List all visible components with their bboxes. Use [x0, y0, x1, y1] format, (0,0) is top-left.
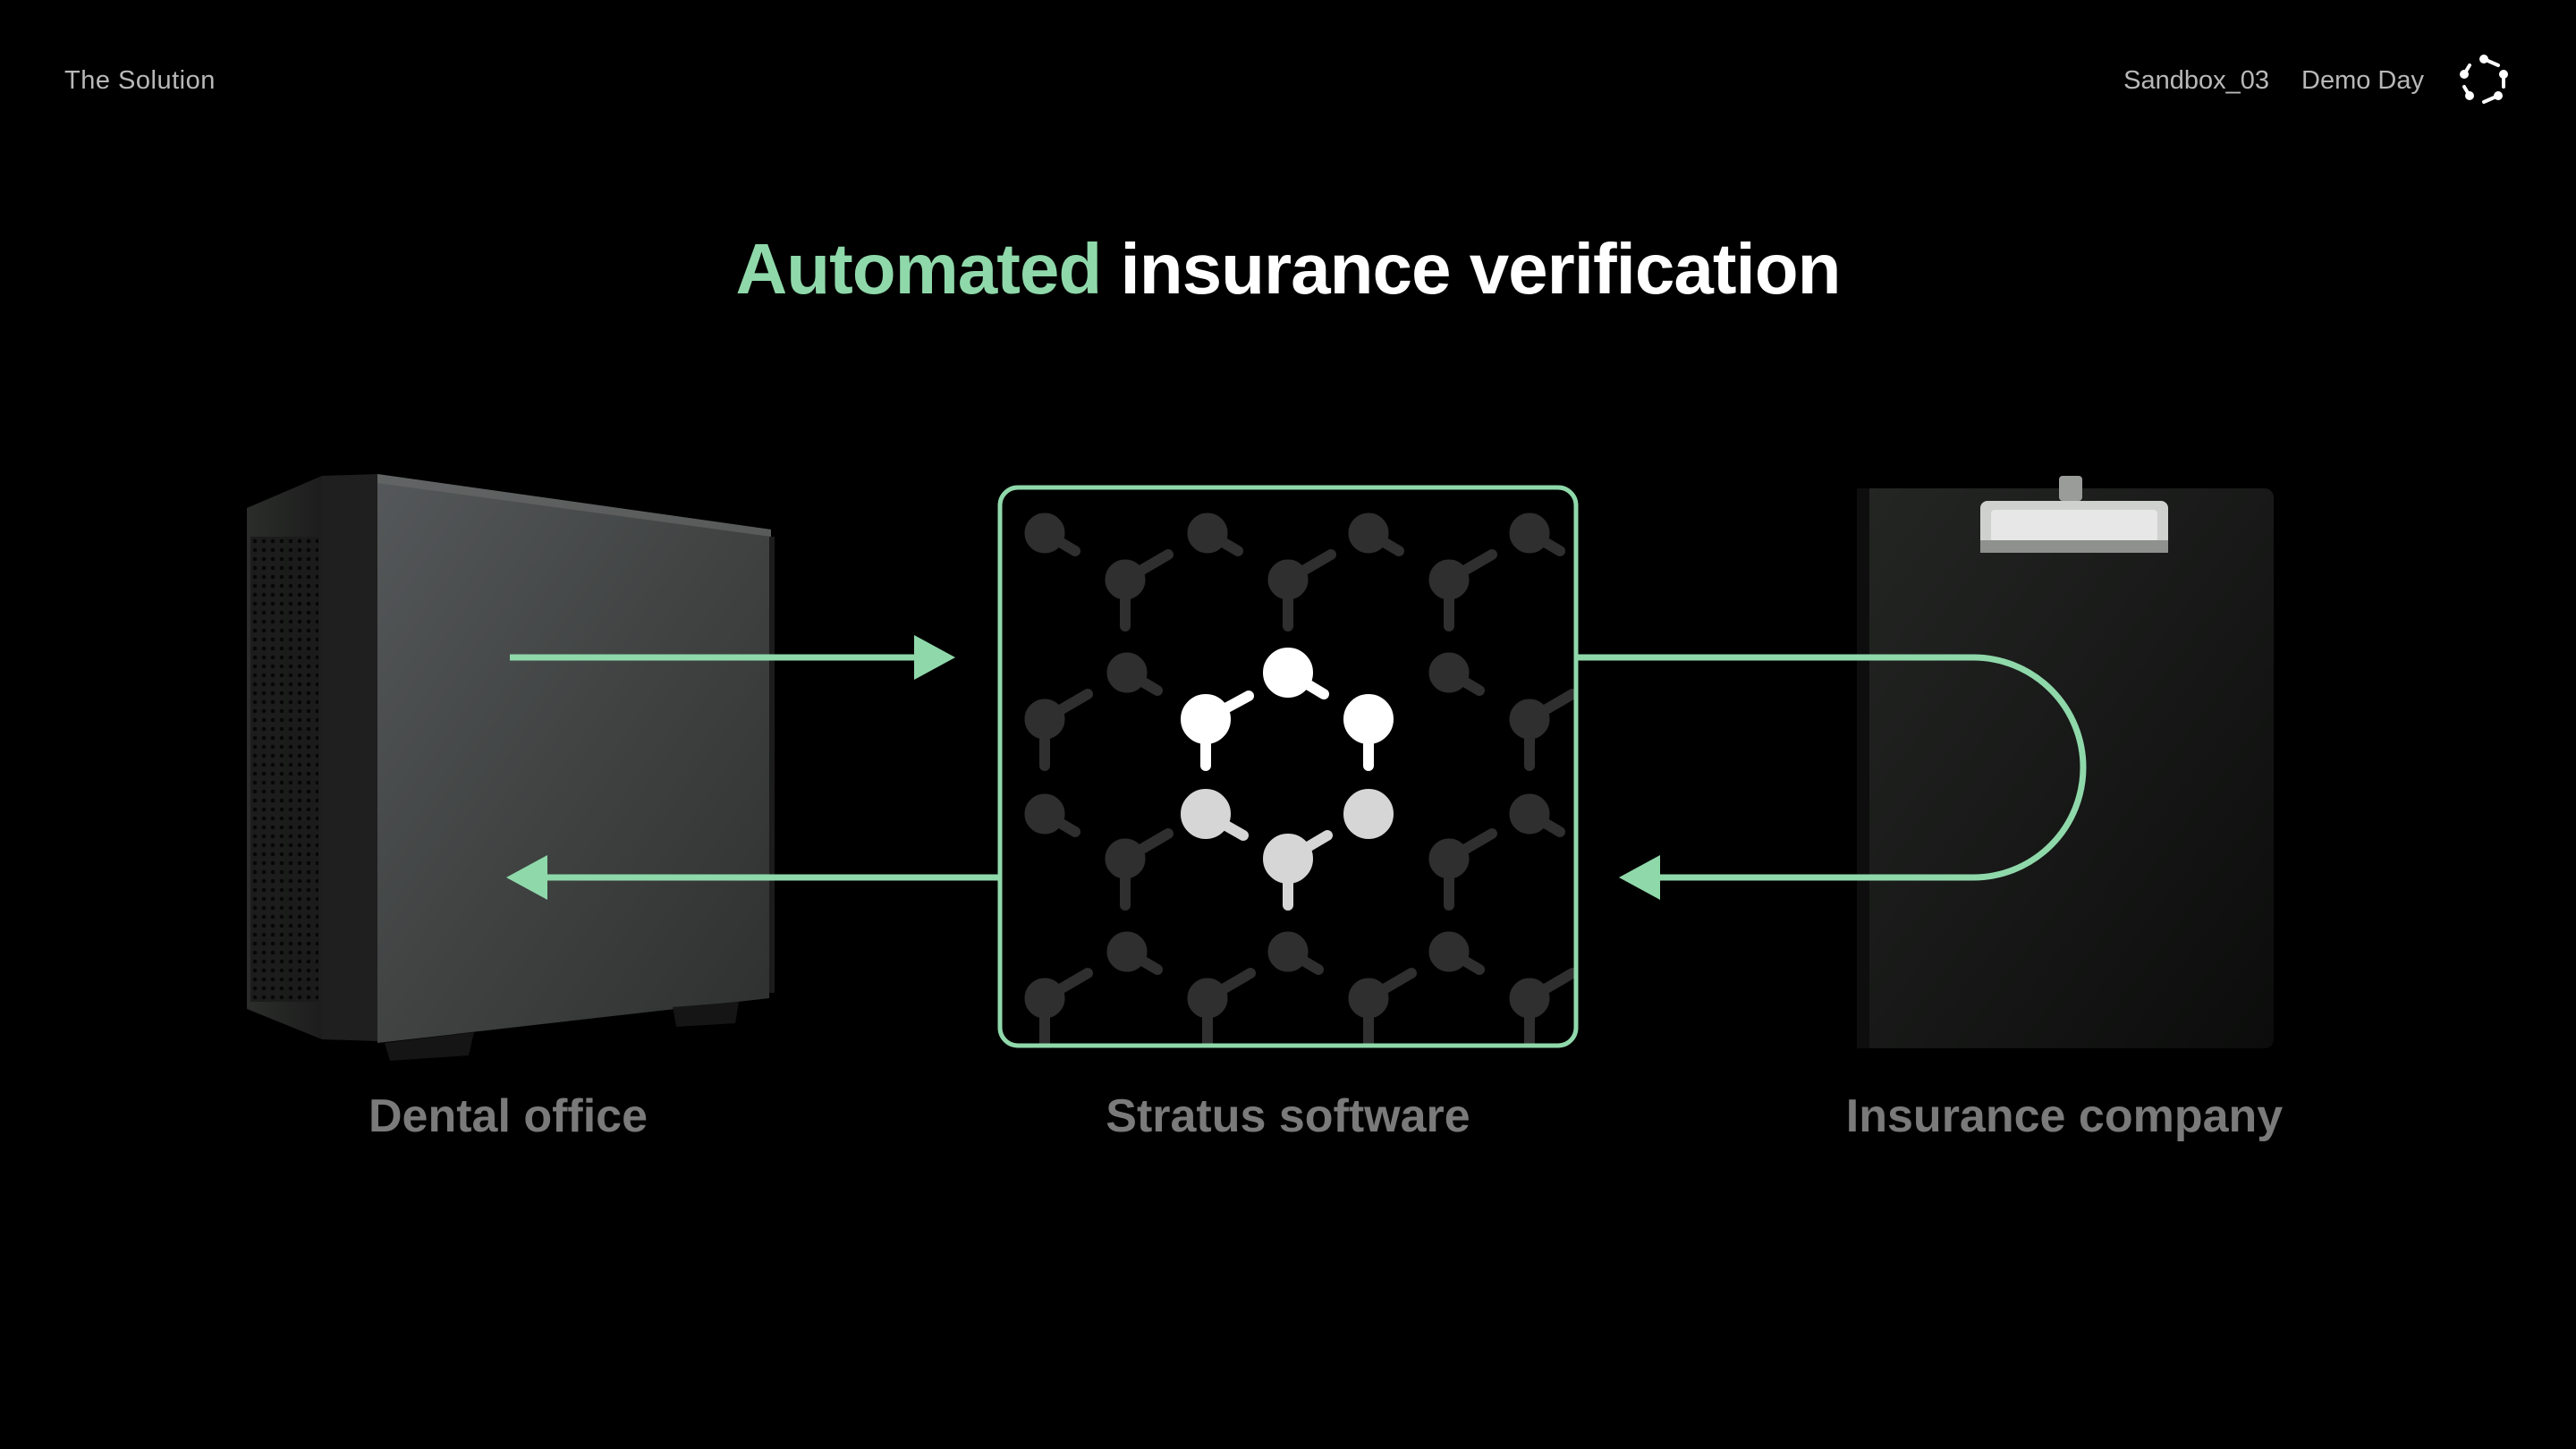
- header-meta: Sandbox_03 Demo Day: [2123, 54, 2512, 107]
- clipboard-icon: [1857, 476, 2274, 1048]
- label-stratus-software: Stratus software: [1106, 1090, 1470, 1142]
- flow-arrows: [506, 635, 2087, 900]
- title-rest: insurance verification: [1120, 229, 1842, 309]
- molecule-pattern: [1025, 513, 1576, 1046]
- arrow-dental-to-stratus: [510, 635, 955, 680]
- pc-tower-icon: [247, 474, 775, 1061]
- title-accent: Automated: [735, 229, 1103, 309]
- page-title: Automated insurance verification: [0, 228, 2576, 310]
- label-insurance-company: Insurance company: [1845, 1090, 2284, 1142]
- ring-of-dots-icon: [2460, 55, 2508, 104]
- arrow-stratus-to-dental: [506, 855, 1000, 900]
- section-title: The Solution: [64, 66, 216, 95]
- molecule-hexagon-icon: [1181, 648, 1394, 911]
- project-name: Sandbox_03: [2123, 65, 2269, 95]
- label-dental-office: Dental office: [368, 1090, 648, 1142]
- arrow-stratus-insurance-loop: [1576, 654, 2087, 900]
- stratus-box: [997, 485, 1579, 1048]
- event-name: Demo Day: [2301, 65, 2424, 95]
